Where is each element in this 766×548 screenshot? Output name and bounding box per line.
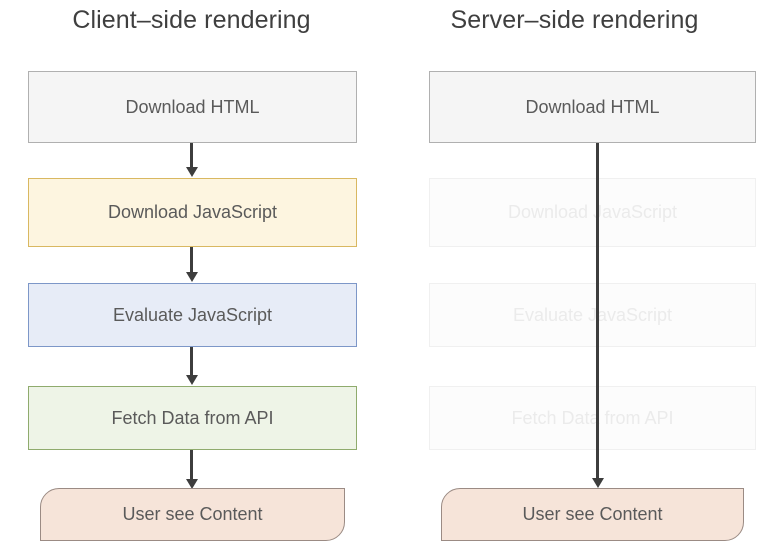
- client-node-download-javascript[interactable]: Download JavaScript: [28, 178, 357, 247]
- client-arrow-1: [190, 143, 193, 169]
- client-arrow-1-head: [185, 167, 198, 177]
- client-arrow-2: [190, 247, 193, 274]
- node-label: Download HTML: [125, 96, 260, 117]
- client-arrow-3-head: [185, 375, 198, 385]
- node-label: Download JavaScript: [507, 202, 678, 222]
- server-bypass-arrow-head: [591, 478, 604, 488]
- server-side-column-title: Server–side rendering: [450, 6, 699, 34]
- client-arrow-2-head: [185, 272, 198, 282]
- node-label: Evaluate JavaScript: [512, 304, 673, 325]
- client-arrow-4-head: [185, 479, 198, 489]
- node-label: Download HTML: [525, 96, 660, 117]
- client-node-evaluate-javascript[interactable]: Evaluate JavaScript: [28, 283, 357, 347]
- client-side-column-title: Client–side rendering: [72, 6, 311, 34]
- server-node-evaluate-javascript[interactable]: Evaluate JavaScript: [429, 283, 756, 347]
- node-label: Fetch Data from API: [111, 407, 274, 428]
- node-label: Evaluate JavaScript: [112, 304, 273, 325]
- client-node-download-html[interactable]: Download HTML: [28, 71, 357, 143]
- server-bypass-arrow: [596, 143, 599, 480]
- server-node-download-html[interactable]: Download HTML: [429, 71, 756, 143]
- server-node-download-javascript[interactable]: Download JavaScript: [429, 178, 756, 247]
- client-arrow-4: [190, 450, 193, 481]
- client-arrow-3: [190, 347, 193, 377]
- server-node-user-see-content[interactable]: User see Content: [441, 488, 744, 541]
- node-label: Fetch Data from API: [511, 407, 674, 428]
- client-node-user-see-content[interactable]: User see Content: [40, 488, 345, 541]
- server-node-fetch-data-from-api[interactable]: Fetch Data from API: [429, 386, 756, 450]
- node-label: Download JavaScript: [107, 202, 278, 222]
- node-label: User see Content: [122, 504, 263, 524]
- node-label: User see Content: [522, 504, 663, 524]
- client-node-fetch-data-from-api[interactable]: Fetch Data from API: [28, 386, 357, 450]
